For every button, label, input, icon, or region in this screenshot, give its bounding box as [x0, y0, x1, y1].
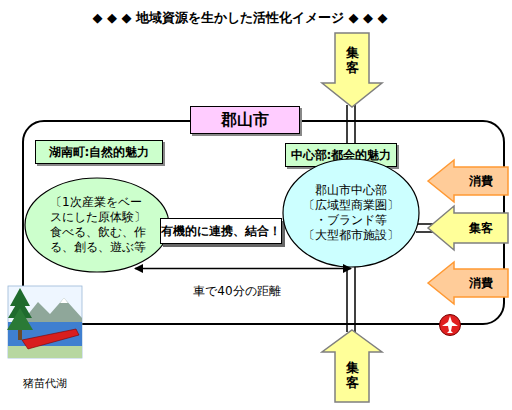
- text-area: 消費: [454, 270, 508, 296]
- node-shape: [428, 206, 508, 250]
- center-ellipse: 郡山市中心部〔広域型商業圏〕・ブランド等〔大型都市施設〕: [282, 158, 420, 268]
- airport-circle: [440, 315, 461, 336]
- place-label: 猪苗代湖: [5, 376, 85, 391]
- lake-illustration: [7, 286, 82, 358]
- tree-shape: [10, 288, 30, 306]
- mountain-snow: [60, 298, 68, 303]
- mountain-shape: [22, 298, 82, 324]
- block-arrow-outline: [428, 206, 508, 250]
- diagram-title: ◆ ◆ ◆ 地域資源を生かした活性化イメージ ◆ ◆ ◆: [0, 9, 480, 27]
- tree-trunk: [18, 330, 22, 340]
- airport-symbol: [440, 315, 461, 336]
- ellipse-outline: [283, 159, 419, 267]
- node-text: 湖南町:自然的魅力: [36, 145, 162, 160]
- node-text: 食べる、飲む、作る、創る、遊ぶ等: [50, 225, 148, 255]
- node-text: 郡山市中心部: [292, 183, 410, 198]
- node-text: 消費: [454, 276, 508, 291]
- text-area: 集客: [343, 39, 361, 83]
- block-arrow-outline: [428, 262, 508, 304]
- node-shape: [428, 262, 508, 304]
- node-text: ・ブランド等: [292, 213, 410, 228]
- lake-water: [8, 322, 82, 346]
- text-area: 〔1次産業をベースにした原体験〕食べる、飲む、作る、創る、遊ぶ等: [50, 191, 148, 259]
- block-arrow-outline: [322, 33, 382, 107]
- lake-shore: [8, 346, 82, 358]
- node-text: 有機的に連携、結合！: [161, 224, 281, 238]
- text-area: 郡山市中心部〔広域型商業圏〕・ブランド等〔大型都市施設〕: [292, 180, 410, 246]
- picture-frame: [8, 286, 82, 358]
- tree-shape: [7, 308, 33, 330]
- text-area: 集客: [343, 354, 361, 398]
- boat-shape: [22, 329, 79, 349]
- text-area: 郡山市: [190, 106, 300, 134]
- text-area: 集客: [454, 214, 508, 242]
- consumption-arrow: 消費: [428, 262, 508, 304]
- text-area: 消費: [454, 168, 508, 194]
- resource-ellipse: 〔1次産業をベースにした原体験〕食べる、飲む、作る、創る、遊ぶ等: [24, 177, 170, 273]
- node-text: 集客: [343, 361, 361, 391]
- ellipse-outline: [25, 178, 169, 272]
- inflow-arrow: 集客: [322, 330, 382, 402]
- link-box: 有機的に連携、結合！: [160, 218, 282, 244]
- text-area: 有機的に連携、結合！: [161, 219, 281, 243]
- node-text: 集客: [454, 221, 508, 236]
- inflow-arrow: 集客: [428, 206, 508, 250]
- node-text: 〔1次産業をベースにした原体験〕: [50, 195, 148, 225]
- area-heading: 湖南町:自然的魅力: [35, 140, 163, 164]
- block-arrow-outline: [428, 160, 508, 202]
- node-text: 消費: [454, 174, 508, 189]
- consumption-arrow: 消費: [428, 160, 508, 202]
- node-text: 集客: [343, 46, 361, 76]
- node-text: 〔大型都市施設〕: [292, 228, 410, 243]
- text-area: 湖南町:自然的魅力: [36, 141, 162, 163]
- distance-connector: [135, 268, 351, 269]
- inflow-arrow: 集客: [322, 33, 382, 107]
- edge-label: 車で40分の距離: [193, 283, 280, 300]
- node-text: 郡山市: [191, 110, 299, 130]
- node-text: 〔広域型商業圏〕: [292, 198, 410, 213]
- tree-shape: [8, 298, 32, 318]
- node-shape: [428, 160, 508, 202]
- block-arrow-outline: [322, 330, 382, 402]
